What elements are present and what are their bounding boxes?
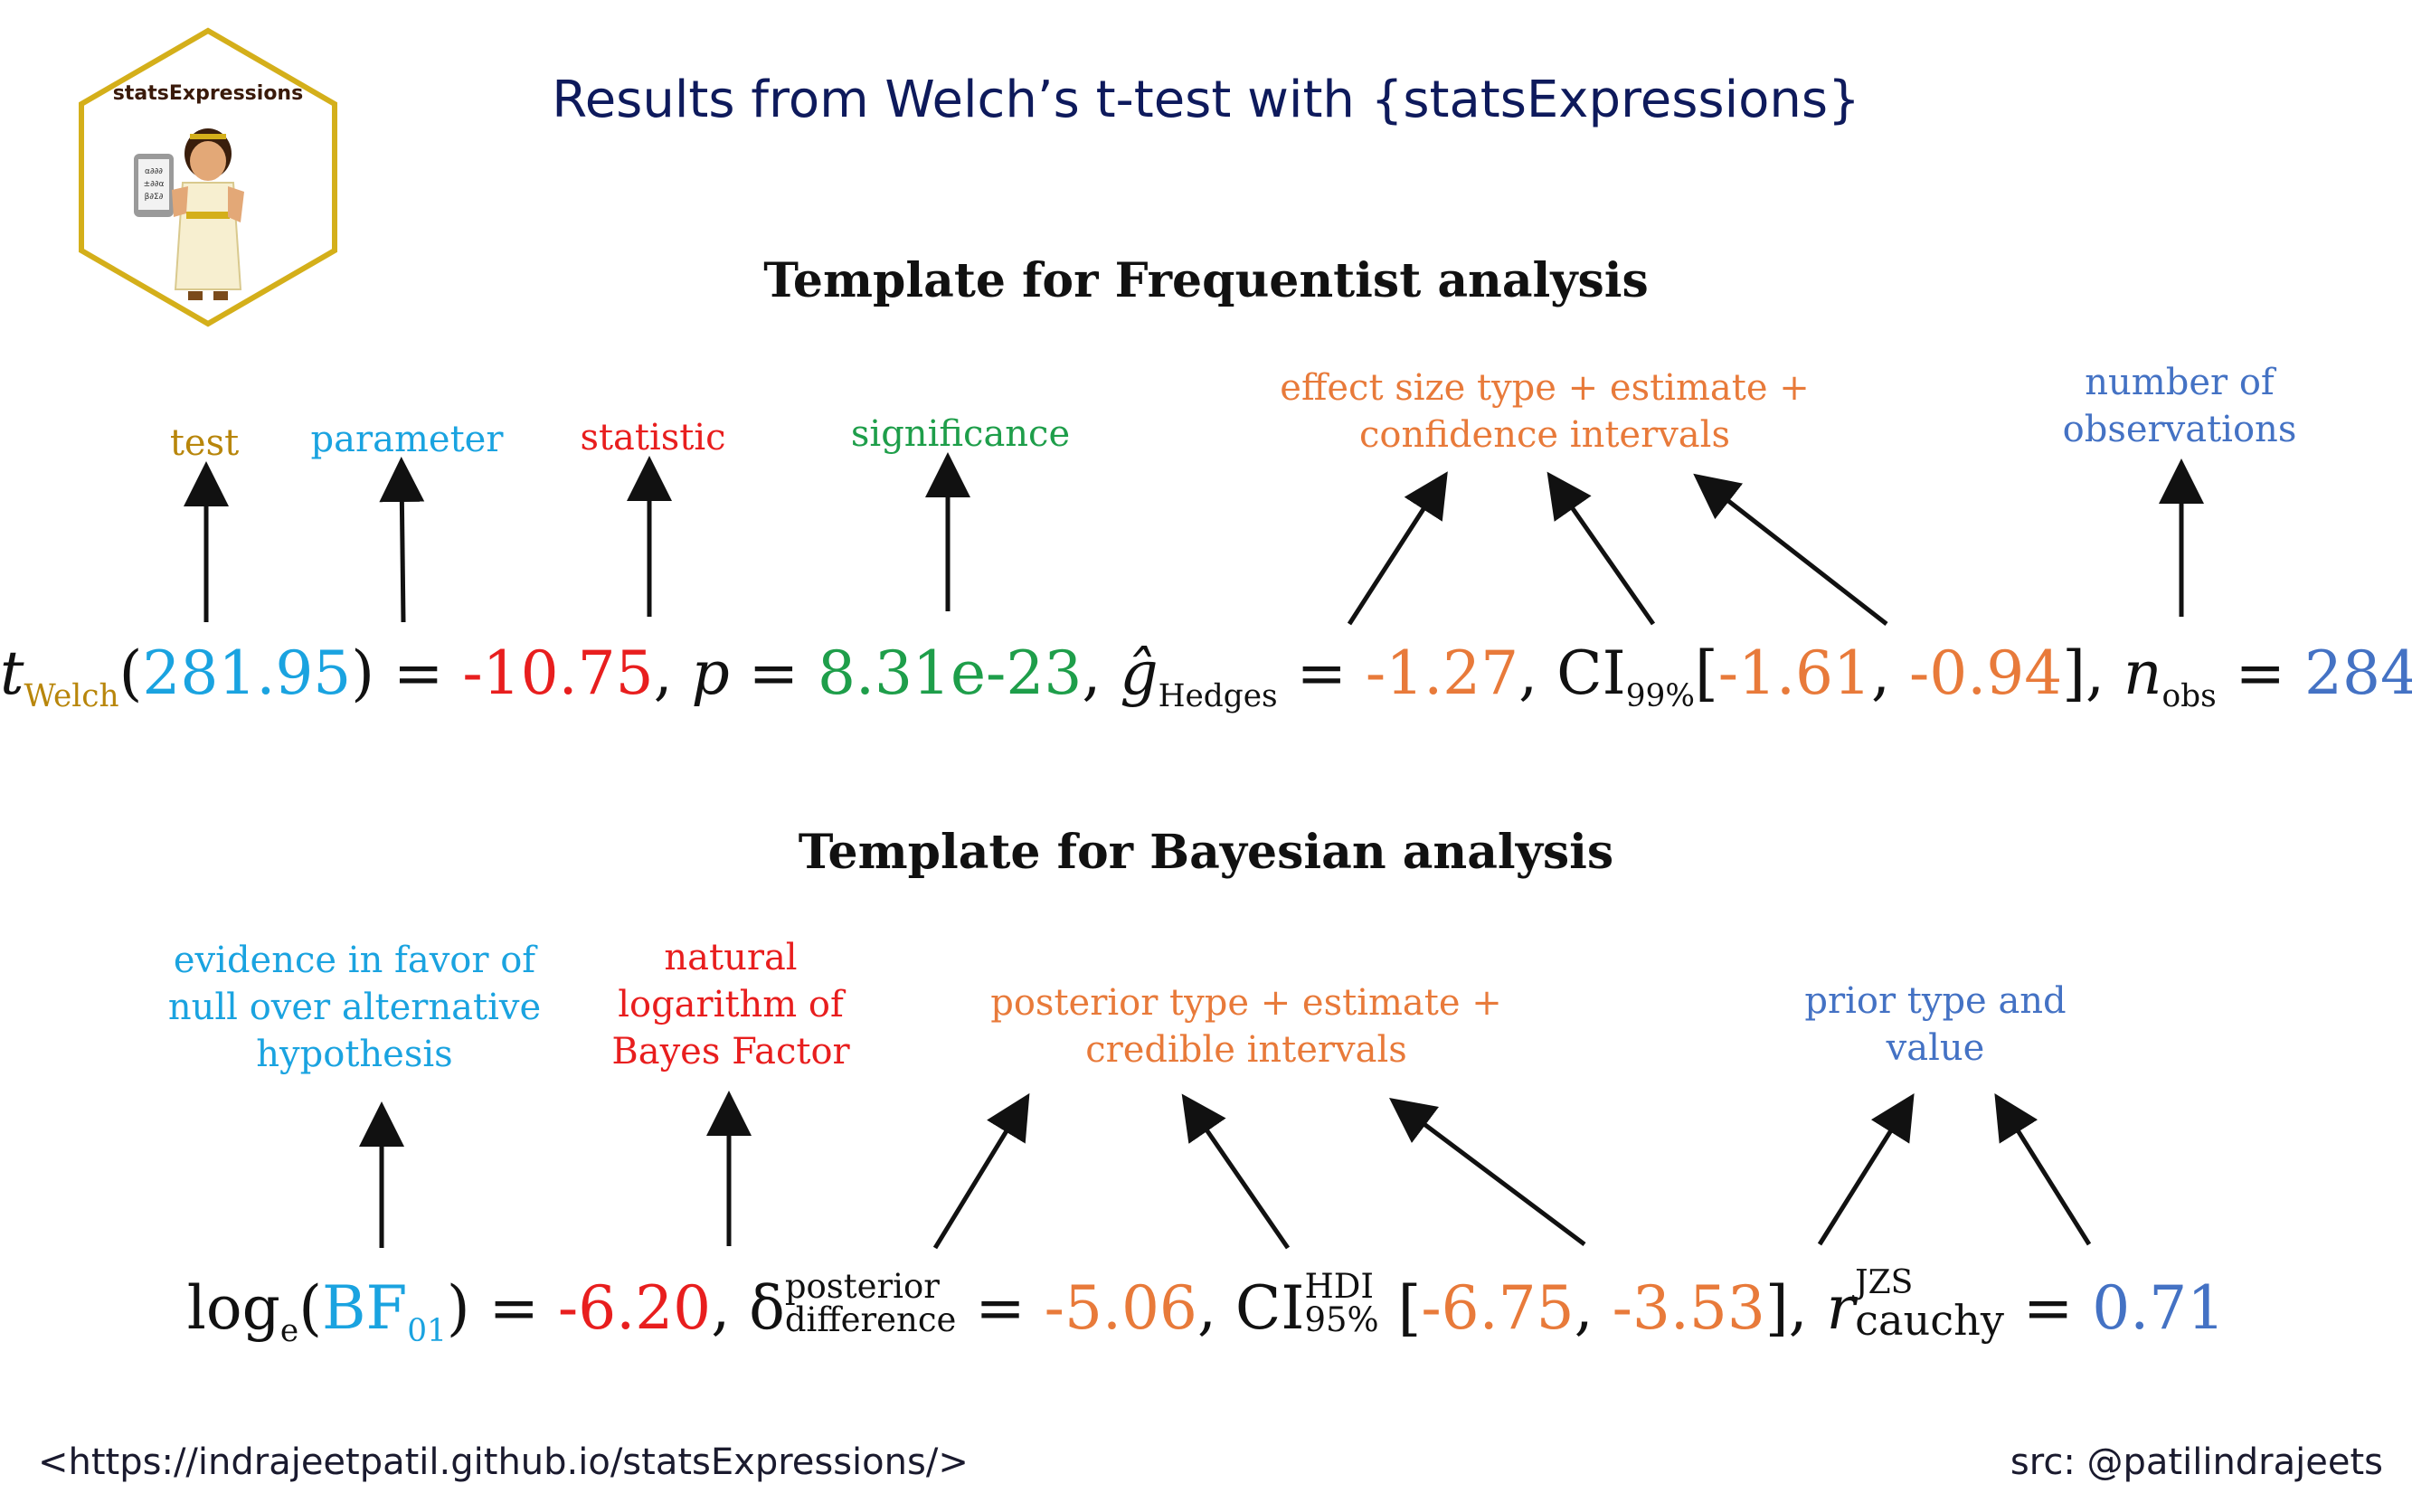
n-symbol: n <box>2123 638 2162 708</box>
label-prior-line1: prior type and <box>1804 980 2067 1022</box>
arrow-posterior-ci <box>1389 1098 1586 1246</box>
ci-lower: -1.61 <box>1717 638 1871 708</box>
svg-text:α∂∂∂: α∂∂∂ <box>145 167 163 176</box>
label-test: test <box>169 422 240 464</box>
label-posterior: posterior type + estimate + credible int… <box>990 979 1502 1073</box>
frequentist-formula: tWelch(281.95) = -10.75, p = 8.31e-23, ĝ… <box>0 638 2412 714</box>
posterior-estimate: -5.06 <box>1044 1273 1197 1343</box>
label-posterior-line1: posterior type + estimate + <box>990 982 1502 1024</box>
g-subscript: Hedges <box>1158 678 1278 715</box>
arrow-effect-ci-hi <box>1693 473 1888 626</box>
label-nobs-line2: observations <box>2062 409 2297 450</box>
credible-lower: -6.75 <box>1421 1273 1575 1343</box>
label-evidence: evidence in favor of null over alternati… <box>168 937 541 1078</box>
bayesian-heading: Template for Bayesian analysis <box>798 825 1614 880</box>
log-symbol: log <box>186 1273 280 1343</box>
label-nobs-line1: number of <box>2085 362 2275 403</box>
label-significance: significance <box>850 413 1071 455</box>
label-nobs: number of observations <box>2063 359 2297 453</box>
t-subscript: Welch <box>24 678 119 715</box>
bf-subscript: 01 <box>407 1313 447 1350</box>
prior-value: 0.71 <box>2092 1273 2226 1343</box>
label-evidence-line3: hypothesis <box>256 1034 453 1075</box>
svg-text:±∂∂α: ±∂∂α <box>144 180 165 189</box>
credible-upper: -3.53 <box>1612 1273 1765 1343</box>
arrow-parameter <box>379 457 425 623</box>
ci-upper: -0.94 <box>1908 638 2063 708</box>
df-value: 281.95 <box>142 638 352 708</box>
statsexpressions-logo: statsExpressions α∂∂∂ ±∂∂α β∂Σ∂ <box>72 27 344 327</box>
log-bf-value: -6.20 <box>557 1273 712 1343</box>
frequentist-heading: Template for Frequentist analysis <box>763 253 1649 308</box>
arrow-prior-value <box>1994 1093 2092 1246</box>
svg-text:statsExpressions: statsExpressions <box>113 82 303 105</box>
effect-size-value: -1.27 <box>1365 638 1519 708</box>
page-title: Results from Welch’s t-test with {statsE… <box>552 71 1860 129</box>
r-superscript: JZS <box>1855 1263 1914 1301</box>
arrow-posterior-estimate <box>1181 1093 1291 1250</box>
ci-hdi-symbol: CI <box>1234 1273 1305 1343</box>
label-effect-size: effect size type + estimate + confidence… <box>1280 364 1809 458</box>
ci-hdi-superscript: HDI <box>1304 1267 1374 1307</box>
ci-hdi-subscript: 95% <box>1304 1300 1379 1339</box>
label-statistic: statistic <box>580 417 726 458</box>
ci-symbol: CI <box>1556 638 1626 708</box>
delta-superscript: posterior <box>784 1267 940 1307</box>
ci-subscript: 99% <box>1625 678 1695 715</box>
label-natural-log-line1: natural <box>664 937 798 978</box>
p-symbol: p <box>691 638 730 708</box>
label-posterior-line2: credible intervals <box>1085 1029 1407 1071</box>
r-symbol: r <box>1826 1273 1856 1343</box>
nobs-value: 284 <box>2303 638 2412 708</box>
label-effect-size-line1: effect size type + estimate + <box>1280 367 1810 409</box>
label-evidence-line2: null over alternative <box>167 987 542 1028</box>
label-natural-log: natural logarithm of Bayes Factor <box>611 934 849 1075</box>
delta-subscript: difference <box>784 1300 957 1339</box>
arrow-prior-type <box>1817 1093 1915 1246</box>
label-natural-log-line3: Bayes Factor <box>611 1031 850 1073</box>
footer-url[interactable]: <https://indrajeetpatil.github.io/statsE… <box>38 1441 969 1483</box>
arrow-effect-ci-lo <box>1547 471 1656 626</box>
label-evidence-line1: evidence in favor of <box>173 940 536 981</box>
p-value: 8.31e-23 <box>818 638 1083 708</box>
arrow-posterior-type <box>932 1092 1030 1250</box>
g-symbol: ĝ <box>1120 638 1159 708</box>
label-prior-line2: value <box>1886 1027 1985 1069</box>
footer-source: src: @patilindrajeets <box>2010 1441 2383 1483</box>
statistic-value: -10.75 <box>462 638 654 708</box>
delta-symbol: δ <box>749 1273 785 1343</box>
arrow-effect-estimate <box>1347 471 1448 626</box>
r-subscript: cauchy <box>1855 1295 2004 1345</box>
label-effect-size-line2: confidence intervals <box>1359 414 1730 456</box>
t-symbol: t <box>0 638 24 708</box>
label-natural-log-line2: logarithm of <box>618 984 844 1025</box>
label-prior: prior type and value <box>1804 978 2066 1072</box>
label-parameter: parameter <box>310 419 504 460</box>
bf-symbol: BF <box>321 1273 408 1343</box>
n-subscript: obs <box>2161 678 2217 715</box>
log-subscript: e <box>279 1313 299 1350</box>
svg-text:β∂Σ∂: β∂Σ∂ <box>145 193 164 202</box>
